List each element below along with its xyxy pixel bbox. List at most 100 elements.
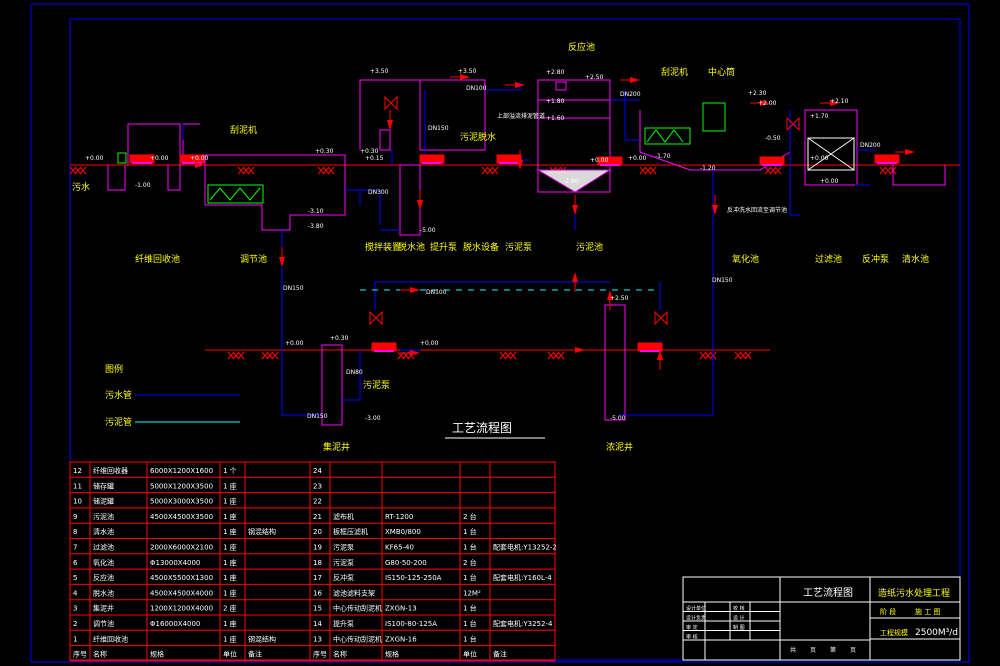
process-unit-label: 刮泥机 [661, 66, 688, 78]
pipe-segment [281, 230, 322, 416]
elevation-mark: -2.80 [563, 178, 579, 185]
reactor-hopper [536, 169, 612, 193]
table-cell: IS150-125-250A [385, 574, 442, 582]
ground-hatch [232, 351, 240, 360]
table-cell: 24 [313, 467, 322, 475]
table-cell: 调节池 [93, 619, 114, 628]
scraper-frame-1 [207, 184, 264, 204]
ground-hatch [242, 166, 250, 175]
ground-hatch [552, 351, 560, 360]
pipe-segment [620, 170, 714, 416]
process-structures [107, 79, 946, 426]
annotation-scraper-1: 刮泥机 [230, 124, 257, 136]
process-unit-label: 反应池 [568, 41, 595, 53]
pump-icon [419, 154, 445, 164]
valve-icon [390, 95, 398, 111]
ground-hatch [557, 351, 565, 360]
process-unit-label: 反冲泵 [862, 253, 889, 265]
process-unit-label: 浓泥井 [606, 441, 633, 453]
regulating-tank [204, 154, 346, 231]
filter-tank [804, 109, 858, 186]
flow-arrow [572, 205, 578, 215]
flow-arrow [905, 149, 915, 155]
table-cell: 3 [73, 605, 77, 613]
flow-arrows [185, 74, 915, 370]
pipe-size-label: DN200 [620, 91, 641, 98]
flow-arrow [460, 74, 470, 80]
table-cell: 14 [313, 620, 322, 628]
table-header: 备注 [493, 650, 507, 659]
pipe-size-label: DN150 [307, 413, 328, 420]
elevation-mark: +0.00 [590, 157, 609, 164]
ground-hatch [879, 166, 887, 175]
table-header: 名称 [93, 650, 107, 659]
valve-icon [375, 310, 383, 326]
table-cell: 2 座 [223, 604, 237, 613]
elevation-mark: +0.00 [85, 155, 104, 162]
pipe-size-label: DN80 [346, 369, 363, 376]
outer-frame [30, 3, 970, 663]
table-cell: 1 个 [223, 467, 237, 475]
legend-sludge-label: 污泥管 [105, 416, 132, 428]
elevation-mark: +0.30 [330, 335, 349, 342]
table-header: 名称 [333, 650, 347, 659]
ground-hatch [227, 351, 235, 360]
elevation-mark: +2.50 [585, 74, 604, 81]
inlet-screen [117, 152, 127, 164]
ground-hatch [504, 351, 512, 360]
scraper-frame-2 [644, 127, 691, 145]
flow-arrow [830, 100, 840, 106]
ground-hatch [739, 351, 747, 360]
table-cell: 集泥井 [93, 604, 114, 613]
elevation-mark: +2.10 [830, 98, 849, 105]
elevation-mark: -5.00 [610, 415, 626, 422]
ground-hatch [74, 166, 82, 175]
table-cell: 4 [73, 589, 78, 597]
table-cell: 21 [313, 513, 322, 521]
process-unit-label: 提升泵 [430, 242, 457, 253]
annotation-pipe-note-2: 反冲洗水回流至调节池 [727, 206, 787, 214]
table-cell: 4500X4500X4000 [150, 589, 213, 597]
process-unit-label: 污水 [72, 181, 90, 193]
table-cell: 纤维回收池 [93, 634, 128, 643]
table-cell: 1 座 [223, 558, 237, 567]
table-cell: 13 [313, 635, 322, 643]
elevation-mark: +2.50 [610, 295, 629, 302]
table-cell: 1 座 [223, 543, 237, 552]
table-cell: Φ13000X4000 [150, 559, 200, 567]
valve-icon [654, 310, 662, 326]
table-cell: 钢混结构 [248, 634, 276, 643]
table-cell: 6000X1200X1600 [150, 467, 213, 475]
elevation-mark: -1.00 [135, 182, 151, 189]
table-cell: 滤池滤料支架 [333, 588, 375, 597]
table-cell: 中心传动刮泥机 [333, 634, 382, 643]
table-cell: 纤维回收器 [93, 466, 128, 475]
table-cell: 2 台 [463, 512, 477, 521]
ground-hatch [547, 351, 555, 360]
main-title: 工艺流程图 [452, 420, 512, 435]
table-cell: 1 座 [223, 512, 237, 521]
ground-hatch [266, 351, 274, 360]
elevation-mark: +0.00 [150, 155, 169, 162]
elevation-mark: +1.60 [546, 115, 565, 122]
table-cell: 23 [313, 482, 322, 490]
pipe-segment [624, 90, 640, 141]
elevation-mark: -1.70 [655, 153, 671, 160]
ground-hatch [491, 166, 499, 175]
title-row-label: 设 计 [733, 615, 745, 622]
table-cell: 提升泵 [333, 619, 354, 628]
flow-arrow [515, 82, 525, 88]
valve-icon [786, 116, 794, 132]
ground-hatch [261, 351, 269, 360]
flow-arrow [417, 200, 423, 210]
elevation-mark: +0.15 [365, 155, 384, 162]
drawing-labels: 纤维回收池调节池搅拌装置脱水池提升泵脱水设备污泥泵污泥池氧化池过滤池反冲泵清水池… [72, 41, 929, 453]
pipe-segment [374, 281, 610, 310]
table-cell: 反冲泵 [333, 573, 354, 582]
table-cell: 19 [313, 544, 322, 552]
table-cell: 6 [73, 559, 78, 567]
table-cell: ZXGN-16 [385, 635, 417, 643]
ground-hatch [884, 166, 892, 175]
elevation-mark: +3.50 [458, 68, 477, 75]
